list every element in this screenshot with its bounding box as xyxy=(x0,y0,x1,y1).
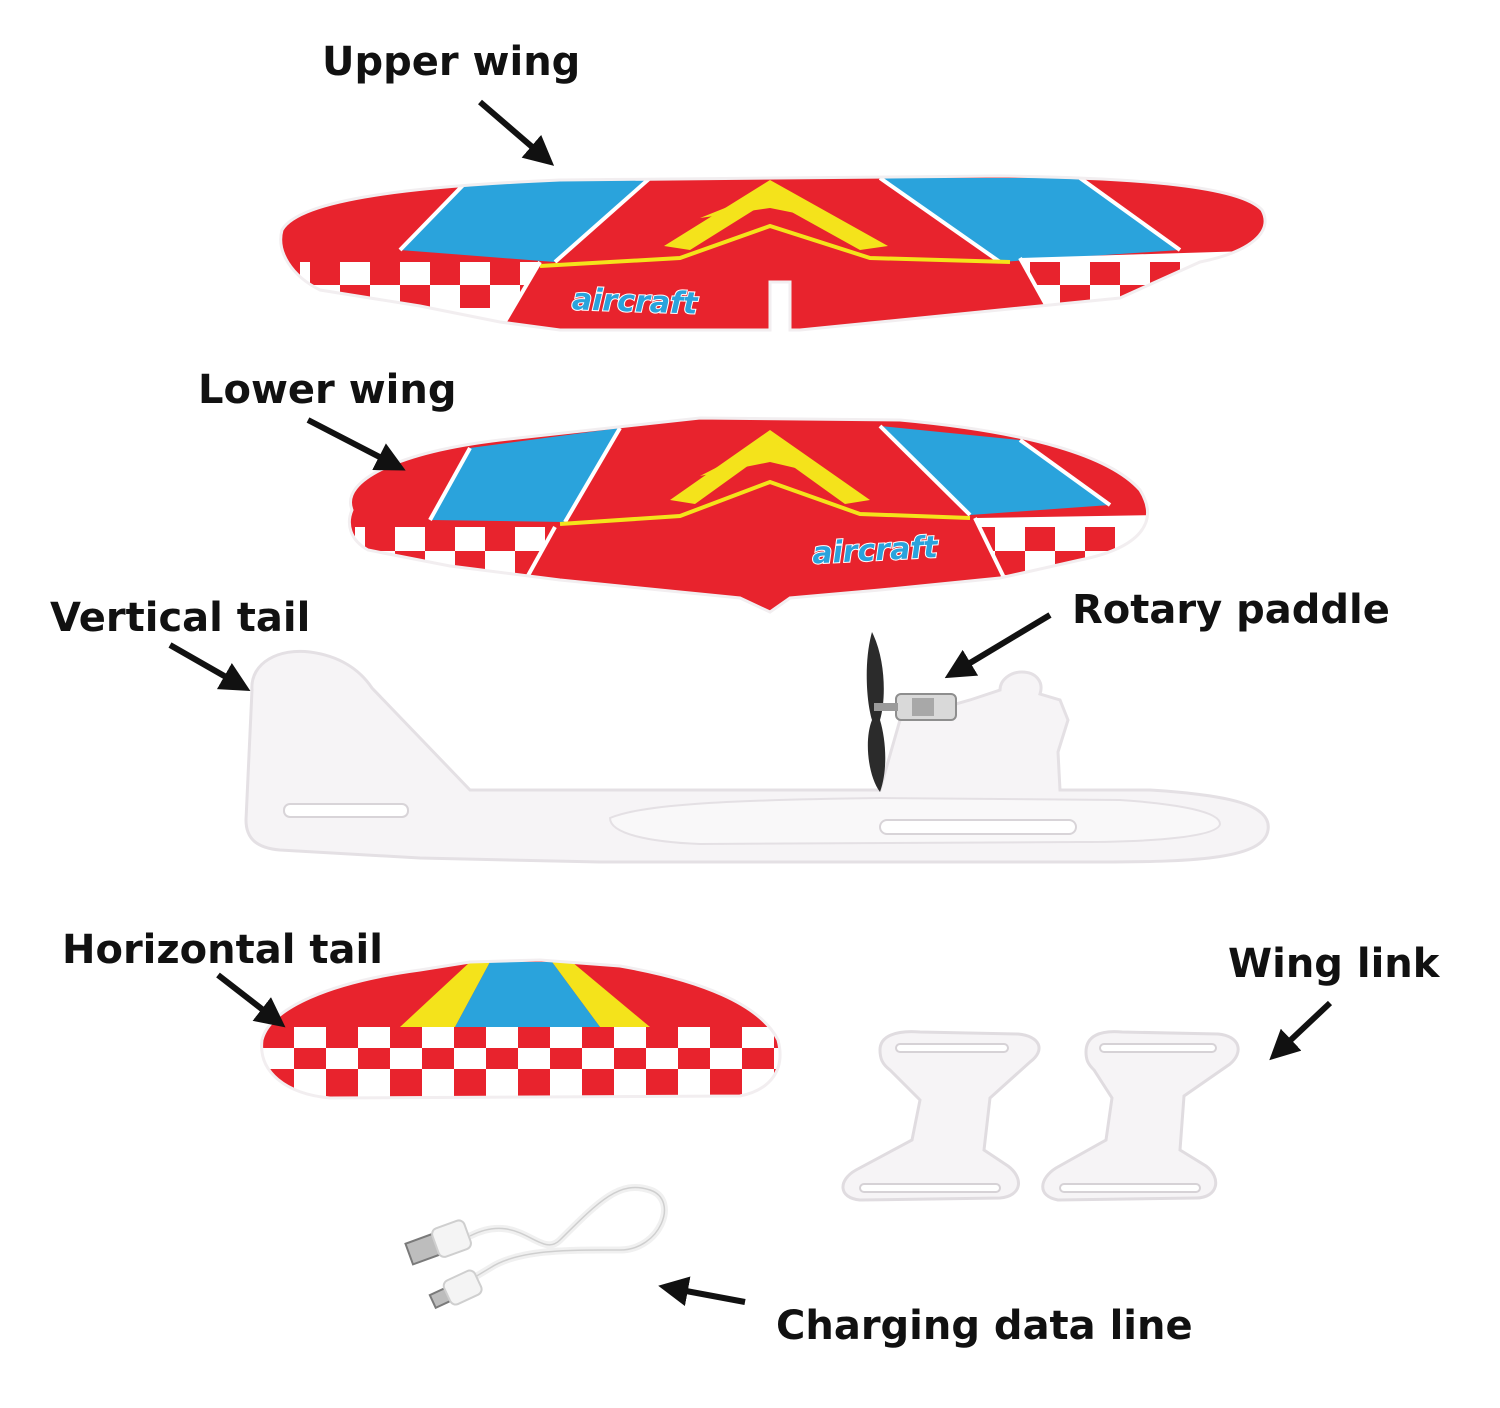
lower-wing-logo-text: aircraft xyxy=(811,530,940,572)
horizontal-tail xyxy=(260,958,782,1100)
upper-wing: aircraft xyxy=(279,174,1267,332)
wing-link-left xyxy=(841,1030,1041,1202)
label-rotary-paddle: Rotary paddle xyxy=(1072,587,1390,633)
charging-cable xyxy=(404,1183,668,1310)
arrow-icon xyxy=(944,612,1052,679)
arrow-icon xyxy=(1269,1000,1333,1061)
propeller-icon xyxy=(866,632,886,792)
label-vertical-tail: Vertical tail xyxy=(50,595,311,641)
fuselage-with-vertical-tail xyxy=(244,649,1270,864)
rotary-paddle-assembly xyxy=(866,632,957,792)
arrow-icon xyxy=(168,642,251,691)
lower-wing: aircraft xyxy=(347,416,1149,614)
usb-plug-icon xyxy=(404,1219,472,1266)
micro-usb-plug-icon xyxy=(428,1269,483,1310)
wing-link-right xyxy=(1041,1030,1240,1202)
arrow-icon xyxy=(478,99,555,166)
arrow-icon xyxy=(658,1276,746,1307)
label-horizontal-tail: Horizontal tail xyxy=(62,927,383,973)
label-wing-link: Wing link xyxy=(1228,941,1440,987)
label-charging-data-line: Charging data line xyxy=(776,1303,1193,1349)
label-lower-wing: Lower wing xyxy=(198,367,457,413)
upper-wing-logo-text: aircraft xyxy=(571,282,699,321)
label-upper-wing: Upper wing xyxy=(322,39,581,85)
arrow-icon xyxy=(216,972,286,1028)
arrow-icon xyxy=(306,417,406,471)
